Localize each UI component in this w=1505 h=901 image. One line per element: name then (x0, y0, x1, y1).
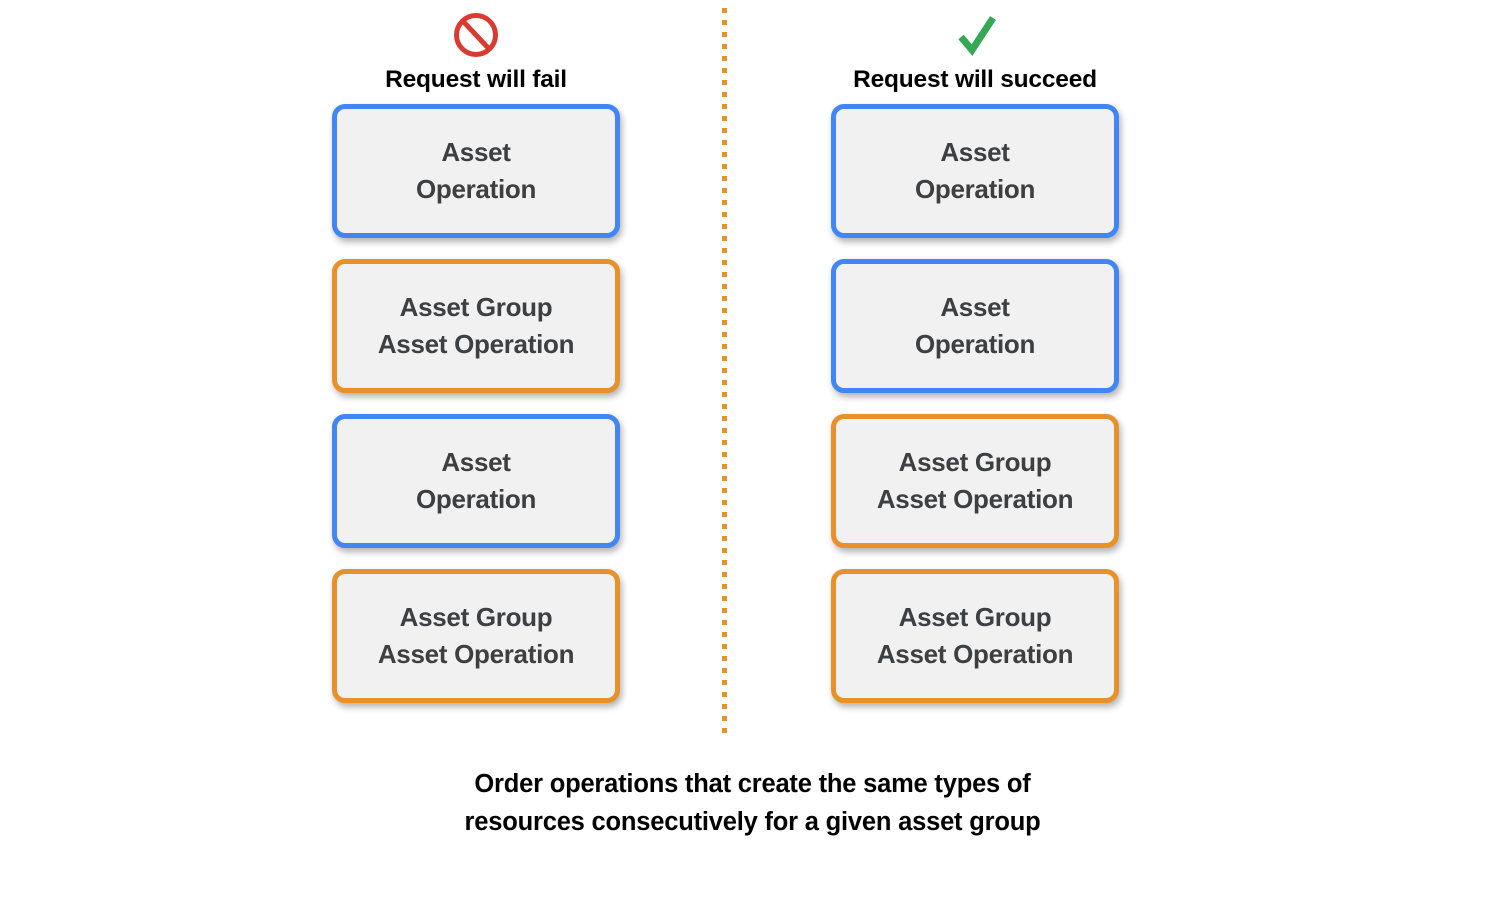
box-stack-succeed: Asset Operation Asset Operation Asset Gr… (825, 104, 1125, 703)
column-title-succeed: Request will succeed (853, 66, 1097, 93)
operation-box-label: Asset Group Asset Operation (377, 292, 575, 359)
operation-box-asset[interactable]: Asset Operation (332, 414, 620, 548)
diagram-caption: Order operations that create the same ty… (464, 770, 1041, 836)
column-header-succeed: Request will succeed (825, 10, 1125, 94)
column-request-will-succeed: Request will succeed Asset Operation Ass… (825, 10, 1125, 724)
operation-box-label: Asset Operation (914, 292, 1036, 359)
operation-box-label: Asset Operation (914, 137, 1036, 204)
column-request-will-fail: Request will fail Asset Operation Asset … (326, 10, 626, 724)
operation-box-asset-group[interactable]: Asset Group Asset Operation (831, 414, 1119, 548)
operation-box-asset-group[interactable]: Asset Group Asset Operation (332, 569, 620, 703)
column-header-fail: Request will fail (326, 10, 626, 94)
prohibition-icon (454, 13, 498, 57)
box-stack-fail: Asset Operation Asset Group Asset Operat… (326, 104, 626, 703)
column-title-fail: Request will fail (385, 66, 567, 93)
operation-box-label: Asset Group Asset Operation (876, 447, 1074, 514)
operation-box-label: Asset Group Asset Operation (377, 602, 575, 669)
operation-box-asset-group[interactable]: Asset Group Asset Operation (332, 259, 620, 393)
operation-box-label: Asset Group Asset Operation (876, 602, 1074, 669)
operation-box-asset[interactable]: Asset Operation (831, 259, 1119, 393)
operation-box-asset-group[interactable]: Asset Group Asset Operation (831, 569, 1119, 703)
operation-box-label: Asset Operation (415, 447, 537, 514)
operation-box-label: Asset Operation (415, 137, 537, 204)
operation-box-asset[interactable]: Asset Operation (332, 104, 620, 238)
operation-box-asset[interactable]: Asset Operation (831, 104, 1119, 238)
checkmark-icon (958, 16, 996, 56)
column-divider (722, 8, 727, 738)
